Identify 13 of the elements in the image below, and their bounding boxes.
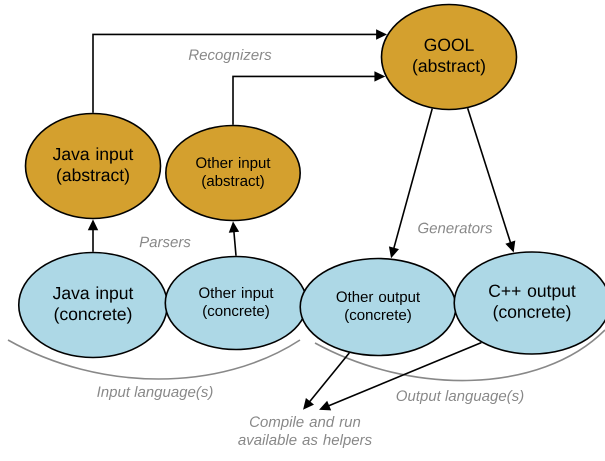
group-label: Generators xyxy=(418,222,492,234)
group-label: Parsers xyxy=(140,236,191,248)
ellipse-node: Other output (concrete) xyxy=(299,258,457,356)
ellipse-node: Java input (concrete) xyxy=(18,252,168,358)
ellipse-node: Java input (abstract) xyxy=(24,112,162,220)
ellipse-node: Other input (concrete) xyxy=(164,256,308,350)
ellipse-node: C++ output (concrete) xyxy=(453,251,605,355)
ellipse-node: Other input (abstract) xyxy=(165,124,301,222)
note-text: Compile and run available as helpers xyxy=(238,416,372,448)
group-label: Input language(s) xyxy=(97,386,212,400)
group-label: Recognizers xyxy=(188,49,272,63)
group-label: Output language(s) xyxy=(396,390,524,404)
ellipse-node: GOOL (abstract) xyxy=(380,4,518,110)
